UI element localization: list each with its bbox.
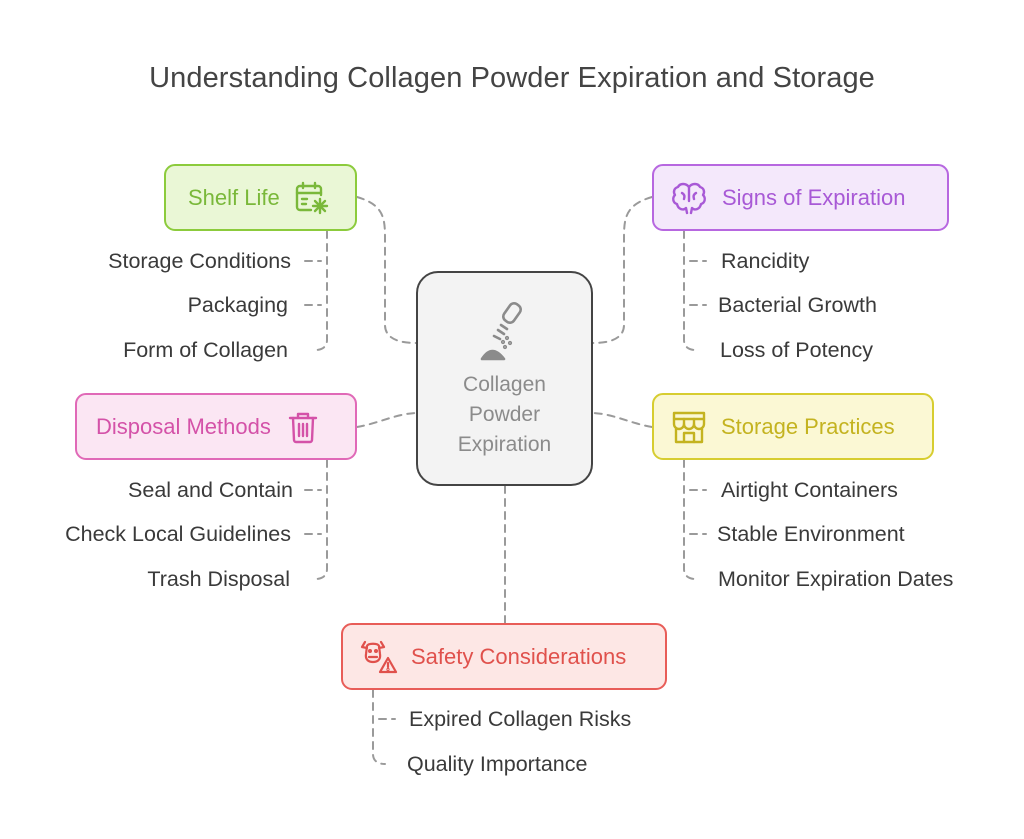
connector-safety-items <box>372 689 386 765</box>
disposal-item-2: Check Local Guidelines <box>65 522 291 546</box>
connector-signs <box>592 196 653 344</box>
storage-item-3: Monitor Expiration Dates <box>718 567 954 591</box>
disposal-item-3: Trash Disposal <box>147 567 290 591</box>
calendar-snowflake-icon <box>295 181 328 214</box>
topic-signs-of-expiration: Signs of Expiration <box>652 164 949 231</box>
storage-item-1: Airtight Containers <box>721 478 898 502</box>
connector-storage-items <box>683 459 697 580</box>
center-node: Collagen Powder Expiration <box>416 271 593 486</box>
topic-disposal-methods: Disposal Methods <box>75 393 357 460</box>
connector-disposal <box>356 412 417 428</box>
disposal-item-1: Seal and Contain <box>128 478 293 502</box>
topic-safety-label: Safety Considerations <box>411 643 627 669</box>
signs-item-2: Bacterial Growth <box>718 293 877 317</box>
connector-shelf-items <box>314 230 328 351</box>
cow-warning-icon <box>360 640 398 673</box>
shelf-life-item-3: Form of Collagen <box>123 338 288 362</box>
topic-shelf-life-label: Shelf Life <box>188 184 280 210</box>
shelf-life-item-1: Storage Conditions <box>108 249 291 273</box>
diagram-title: Understanding Collagen Powder Expiration… <box>149 62 875 94</box>
topic-signs-label: Signs of Expiration <box>722 184 906 210</box>
center-label: Collagen Powder Expiration <box>457 373 552 456</box>
connector-signs-items <box>683 230 697 351</box>
topic-safety-considerations: Safety Considerations <box>341 623 667 690</box>
safety-item-2: Quality Importance <box>407 752 588 776</box>
topic-shelf-life: Shelf Life <box>164 164 357 231</box>
shelf-life-item-2: Packaging <box>187 293 288 317</box>
signs-item-3: Loss of Potency <box>720 338 873 362</box>
storage-item-2: Stable Environment <box>717 522 905 546</box>
storefront-icon <box>672 411 706 443</box>
pipette-powder-icon <box>480 302 522 361</box>
safety-item-1: Expired Collagen Risks <box>409 707 632 731</box>
signs-item-1: Rancidity <box>721 249 810 273</box>
topic-storage-label: Storage Practices <box>721 413 895 439</box>
connector-storage <box>592 412 653 428</box>
topic-disposal-label: Disposal Methods <box>96 413 271 439</box>
topic-storage-practices: Storage Practices <box>652 393 934 460</box>
connector-disposal-items <box>314 459 328 580</box>
connector-shelf-life <box>356 196 417 344</box>
brain-icon <box>672 182 706 214</box>
trash-icon <box>288 412 318 443</box>
